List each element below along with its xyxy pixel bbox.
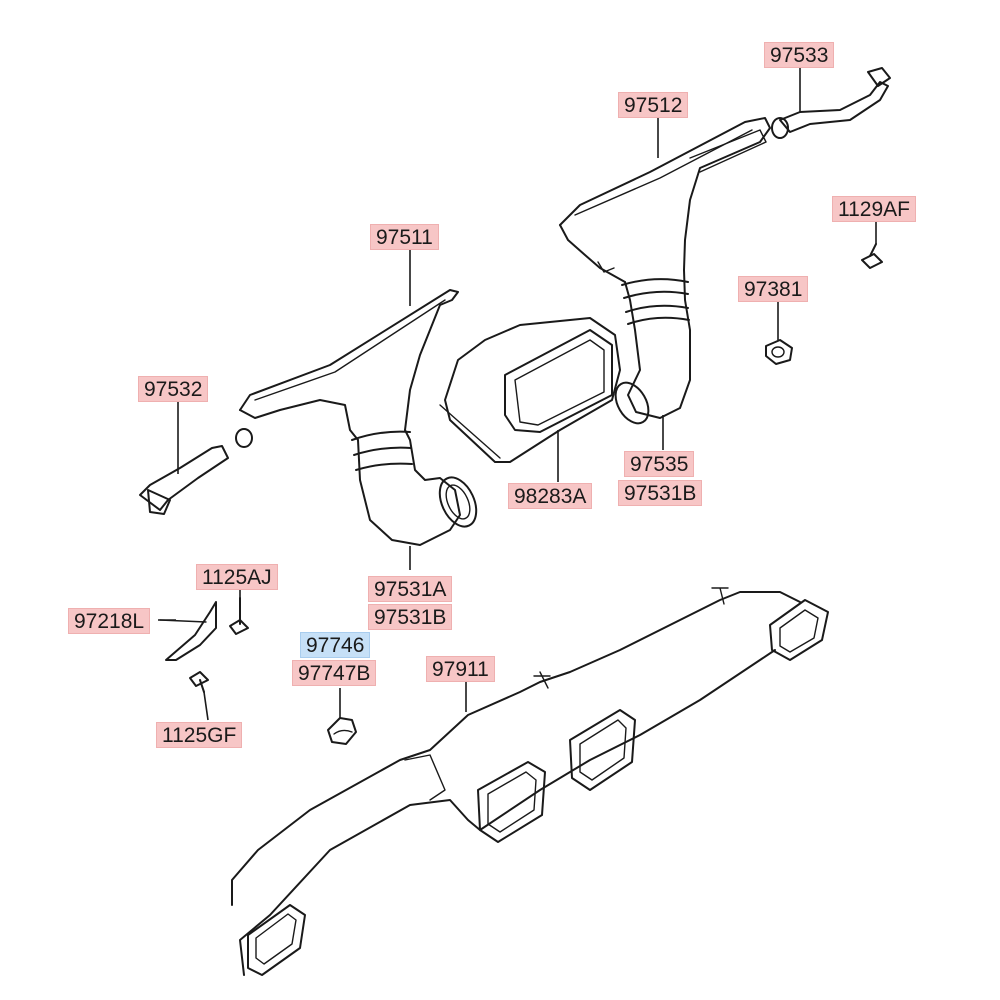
callout-97512[interactable]: 97512 (618, 92, 689, 118)
part-97512-duct (559, 117, 771, 425)
callout-98283A[interactable]: 98283A (508, 483, 593, 509)
part-97533-side-duct (771, 67, 891, 139)
part-97381-grommet (765, 339, 793, 365)
callout-1129AF[interactable]: 1129AF (832, 196, 916, 222)
callout-97746[interactable]: 97746 (300, 632, 371, 658)
callout-97531A[interactable]: 97531A (368, 576, 453, 602)
callout-97381[interactable]: 97381 (738, 276, 809, 302)
callout-97535[interactable]: 97535 (624, 451, 695, 477)
part-1125GF-screw (189, 671, 209, 693)
leader-lines (158, 68, 877, 721)
part-97218L-bracket (159, 601, 217, 661)
callout-97531B-center[interactable]: 97531B (368, 604, 453, 630)
part-97511-duct (239, 289, 478, 546)
part-1129AF-screw (861, 243, 883, 269)
callout-97911[interactable]: 97911 (426, 656, 495, 682)
callout-1125AJ[interactable]: 1125AJ (196, 564, 278, 590)
part-98283A-vent-housing (439, 317, 621, 463)
part-1125AJ-screw (229, 597, 249, 635)
callout-1125GF[interactable]: 1125GF (156, 722, 243, 748)
leader-1125GF (203, 691, 209, 721)
part-97532-side-duct (139, 428, 253, 515)
part-97746-clip (327, 717, 357, 745)
part-97911-main-duct (231, 587, 829, 976)
callout-97531B-right[interactable]: 97531B (618, 480, 703, 506)
callout-97747B[interactable]: 97747B (292, 660, 377, 686)
callout-97218L[interactable]: 97218L (68, 608, 151, 634)
callout-97511[interactable]: 97511 (370, 224, 439, 250)
callout-97532[interactable]: 97532 (138, 376, 209, 402)
callout-97533[interactable]: 97533 (764, 42, 835, 68)
